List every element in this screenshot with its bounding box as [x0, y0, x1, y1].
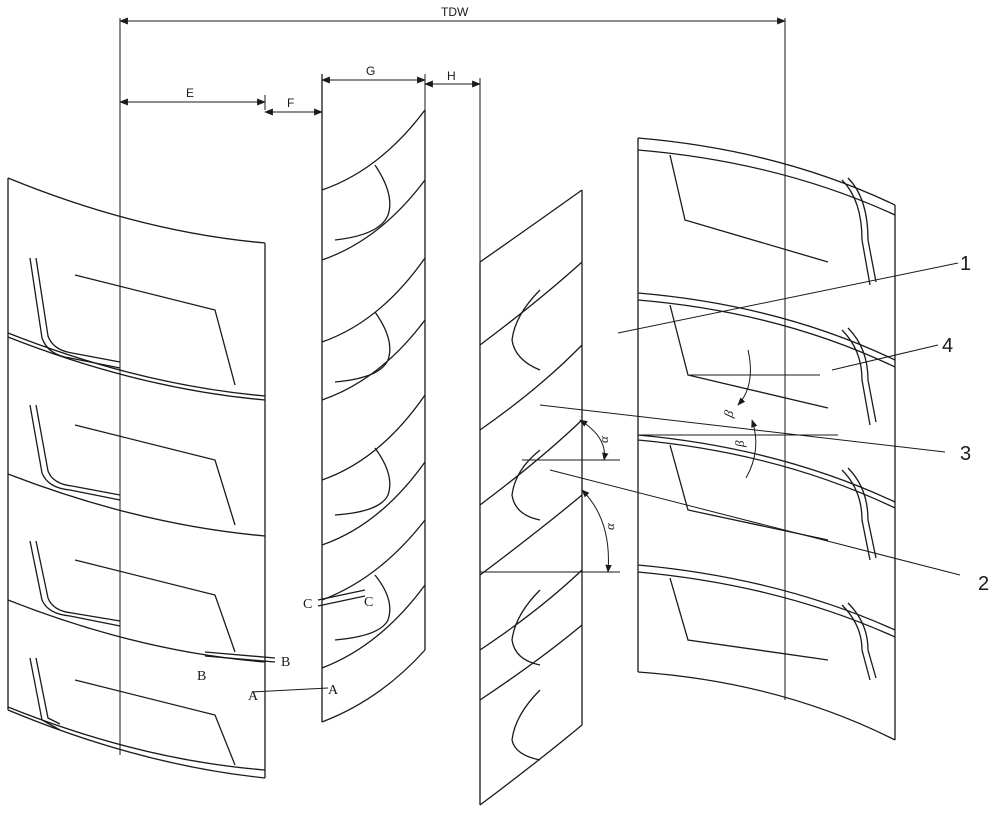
section-a-left: A: [248, 689, 259, 704]
beta-upper: β: [720, 408, 737, 420]
callout-4: 4: [942, 335, 953, 357]
leader-lines: [251, 262, 961, 693]
section-b-left: B: [197, 669, 206, 684]
section-a-right: A: [328, 683, 339, 698]
tdw-label: TDW: [441, 5, 469, 19]
f-label: F: [287, 96, 294, 110]
beta-lower: β: [732, 440, 747, 448]
alpha-upper: α: [596, 435, 611, 443]
right-tread-block: [637, 137, 896, 741]
second-tread-block: [317, 74, 426, 723]
section-c-right: C: [364, 595, 373, 610]
left-tread-block: [7, 177, 276, 779]
callout-3: 3: [960, 443, 971, 465]
alpha-lower: α: [602, 522, 617, 530]
e-label: E: [186, 86, 194, 100]
callout-1: 1: [960, 253, 971, 275]
g-label: G: [366, 64, 375, 78]
section-b-right: B: [281, 655, 290, 670]
dimension-lines: [119, 17, 786, 755]
callout-2: 2: [978, 573, 989, 595]
section-c-left: C: [303, 597, 312, 612]
third-tread-block: [479, 189, 583, 806]
h-label: H: [447, 69, 456, 83]
angle-constructions: [480, 349, 838, 573]
